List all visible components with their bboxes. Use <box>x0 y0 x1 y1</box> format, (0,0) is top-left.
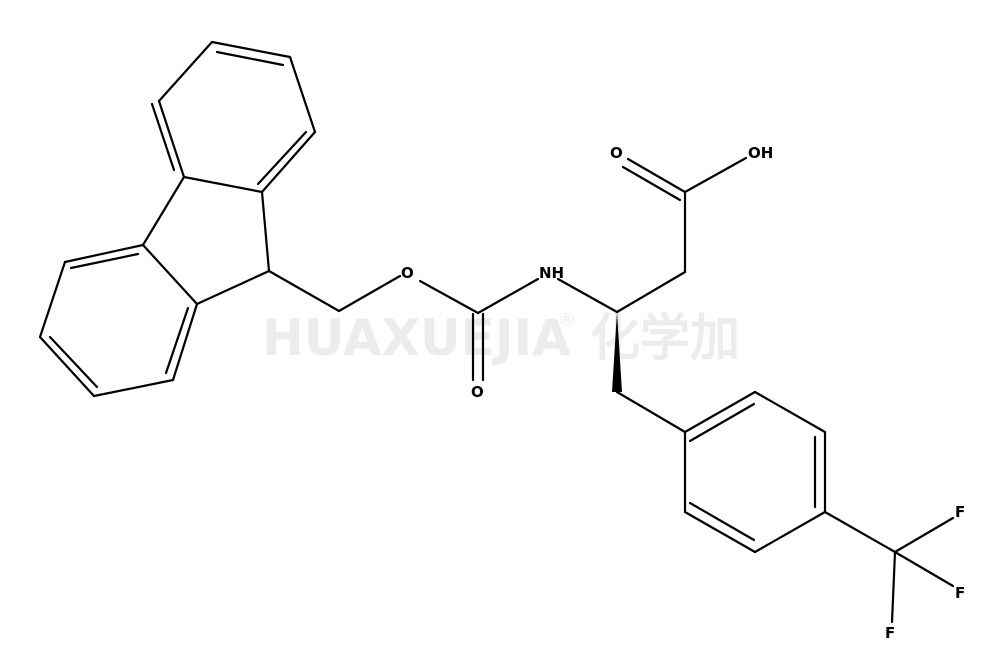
stereo-wedge-bond <box>612 312 622 392</box>
carbamate-linker <box>267 269 619 382</box>
atom-label-f2: F <box>955 584 965 602</box>
watermark-registered-mark: ® <box>558 310 576 331</box>
atom-label-o-ester: O <box>401 264 414 282</box>
trifluoromethyl-group <box>823 510 955 624</box>
atom-label-o-acid: O <box>610 144 623 162</box>
atom-label-nh: NH <box>539 264 564 282</box>
fluorene-upper-ring <box>150 40 317 194</box>
watermark-brand: HUAXUEJIA <box>262 309 571 367</box>
phenyl-ring <box>615 390 827 554</box>
fluorene-lower-ring <box>38 243 199 398</box>
acid-chain <box>615 156 748 314</box>
atom-label-o-carbonyl: O <box>471 383 484 401</box>
atom-labels: O O NH O OH F F F <box>401 144 965 642</box>
watermark: HUAXUEJIA ® 化学加 <box>262 309 740 367</box>
atom-label-f3: F <box>885 624 895 642</box>
atom-label-f1: F <box>955 503 965 521</box>
fluorene-five-ring <box>141 175 271 306</box>
watermark-chinese: 化学加 <box>590 309 740 367</box>
atom-label-oh: OH <box>748 144 773 162</box>
